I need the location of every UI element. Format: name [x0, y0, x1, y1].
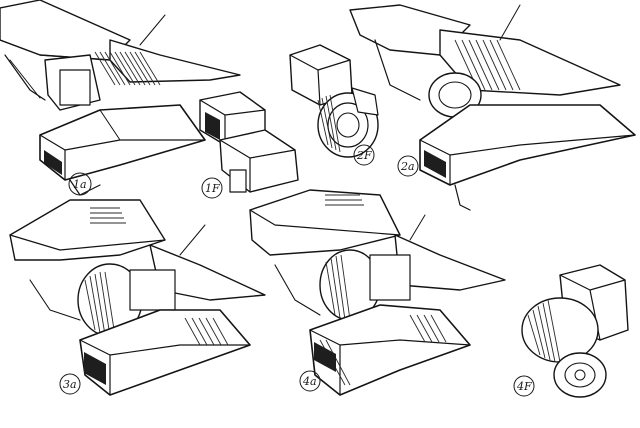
view-label-1f: 1F: [205, 182, 220, 195]
view-label-circle-1a: [68, 172, 92, 196]
view-label-circle-3a: [59, 373, 81, 395]
sketch-view-4f: 4F: [513, 264, 629, 398]
view-label-circle-1f: [201, 177, 223, 199]
sketch-view-1a: 1a: [0, 0, 241, 196]
sketch-view-1f: 1F: [199, 91, 299, 199]
sketch-view-3a: 3a: [9, 199, 266, 396]
view-label-circle-2a: [397, 155, 419, 177]
view-label-1a: 1a: [73, 178, 87, 191]
sketch-view-2a: 2a: [349, 4, 636, 211]
view-label-circle-4f: [513, 375, 535, 397]
sketch-view-2f: 2F: [289, 44, 379, 166]
view-label-circle-4a: [299, 370, 321, 392]
view-label-4f: 4F: [516, 380, 532, 393]
view-label-4a: 4a: [302, 375, 317, 388]
view-label-3a: 3a: [63, 378, 77, 391]
view-label-2a: 2a: [400, 160, 415, 173]
view-label-2f: 2F: [356, 149, 372, 162]
sketch-view-4a: 4a: [249, 189, 506, 396]
view-label-circle-2f: [353, 144, 375, 166]
